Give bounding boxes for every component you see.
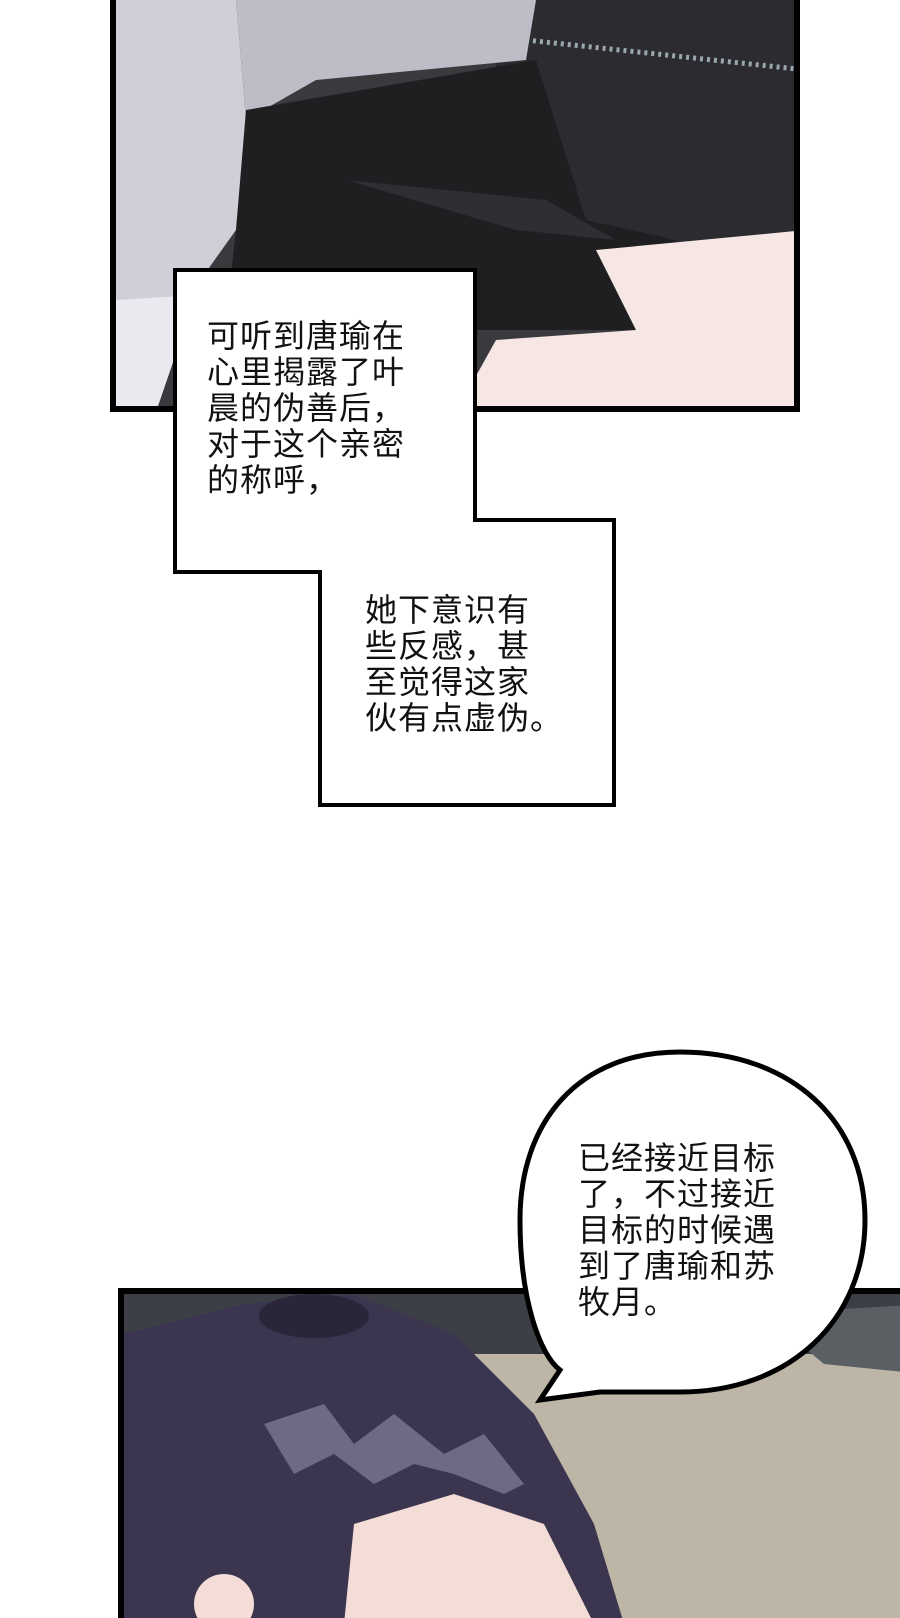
panel-bottom-illustration (124, 1294, 900, 1618)
caption-text-first: 可听到唐瑜在 心里揭露了叶 晨的伪善后， 对于这个亲密 的称呼， (207, 317, 406, 499)
panel-top-illustration (116, 0, 794, 406)
comic-panel-top (110, 0, 800, 412)
speech-bubble-text: 已经接近目标 了，不过接近 目标的时候遇 到了唐瑜和苏 牧月。 (578, 1139, 777, 1321)
caption-text-second: 她下意识有 些反感，甚 至觉得这家 伙有点虚伪。 (365, 591, 564, 737)
comic-panel-bottom (118, 1288, 900, 1618)
